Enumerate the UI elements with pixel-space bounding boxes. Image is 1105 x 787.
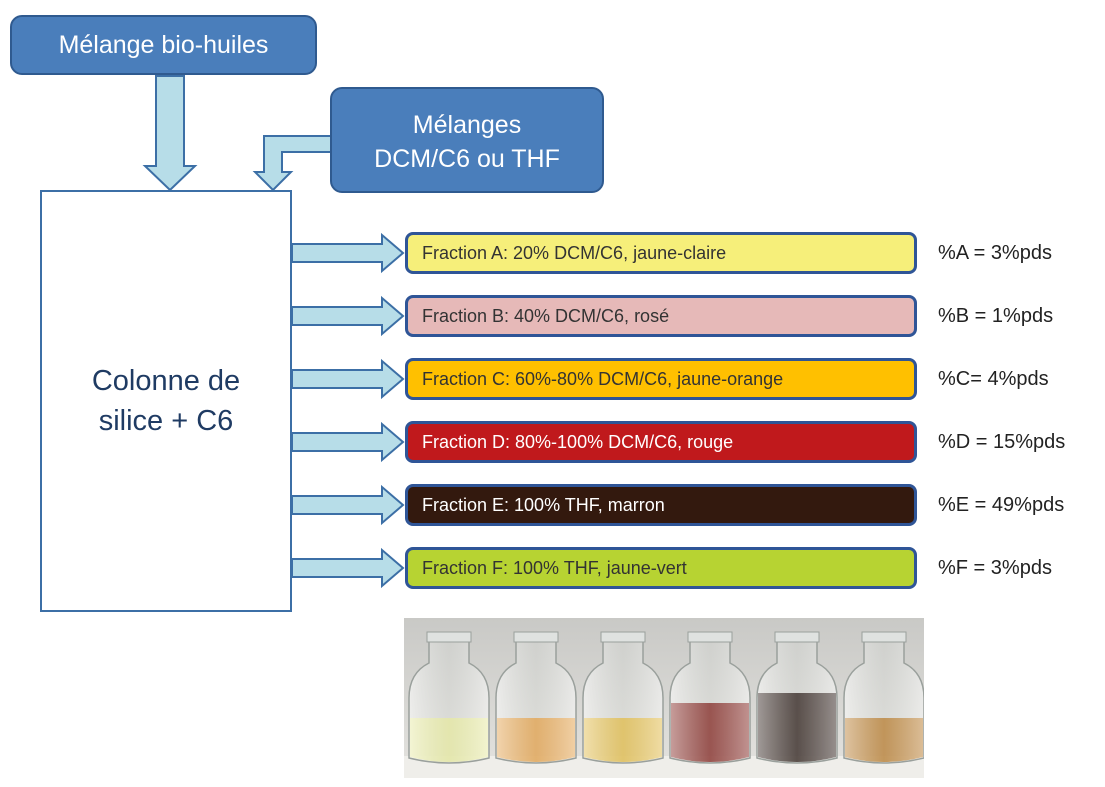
fraction-percent: %F = 3%pds — [938, 557, 1052, 579]
fraction-label: Fraction E: 100% THF, marron — [422, 494, 665, 515]
solvent-mixture-line2: DCM/C6 ou THF — [374, 145, 560, 173]
fraction-box: Fraction C: 60%-80% DCM/C6, jaune-orange — [405, 358, 917, 400]
fraction-label: Fraction F: 100% THF, jaune-vert — [422, 557, 687, 578]
solvent-mixture-box: Mélanges DCM/C6 ou THF — [330, 87, 604, 193]
fraction-box: Fraction F: 100% THF, jaune-vert — [405, 547, 917, 589]
fraction-arrow — [291, 358, 405, 400]
bio-oil-to-column-arrow — [142, 75, 198, 192]
fraction-arrow — [291, 232, 405, 274]
fraction-arrow — [291, 421, 405, 463]
column-label-line2: silice + C6 — [98, 405, 234, 437]
fraction-percent: %B = 1%pds — [938, 305, 1054, 327]
fraction-label: Fraction C: 60%-80% DCM/C6, jaune-orange — [422, 368, 784, 389]
fraction-percent: %D = 15%pds — [938, 431, 1066, 453]
bio-oil-mixture-box: Mélange bio-huiles — [10, 15, 317, 75]
fraction-percent: %E = 49%pds — [938, 494, 1065, 516]
vial — [582, 631, 664, 764]
column-label-line1: Colonne de — [91, 365, 241, 397]
vial — [756, 631, 838, 764]
fraction-box: Fraction D: 80%-100% DCM/C6, rouge — [405, 421, 917, 463]
vial — [408, 631, 490, 764]
solvent-to-column-arrow — [252, 135, 332, 192]
fraction-box: Fraction A: 20% DCM/C6, jaune-claire — [405, 232, 917, 274]
bio-oil-mixture-label: Mélange bio-huiles — [58, 31, 269, 59]
vial — [669, 631, 751, 764]
fraction-percent: %A = 3%pds — [938, 242, 1052, 264]
vial — [843, 631, 924, 764]
fraction-box: Fraction E: 100% THF, marron — [405, 484, 917, 526]
fraction-label: Fraction B: 40% DCM/C6, rosé — [422, 305, 670, 326]
fraction-percent: %C= 4%pds — [938, 368, 1049, 390]
fraction-box: Fraction B: 40% DCM/C6, rosé — [405, 295, 917, 337]
fraction-label: Fraction D: 80%-100% DCM/C6, rouge — [422, 431, 734, 452]
vials-photo — [404, 618, 924, 778]
fraction-arrow — [291, 484, 405, 526]
solvent-mixture-line1: Mélanges — [412, 111, 522, 139]
fraction-arrow — [291, 547, 405, 589]
fraction-label: Fraction A: 20% DCM/C6, jaune-claire — [422, 242, 727, 263]
vial — [495, 631, 577, 764]
silica-column-box: Colonne de silice + C6 — [40, 190, 292, 612]
fraction-arrow — [291, 295, 405, 337]
